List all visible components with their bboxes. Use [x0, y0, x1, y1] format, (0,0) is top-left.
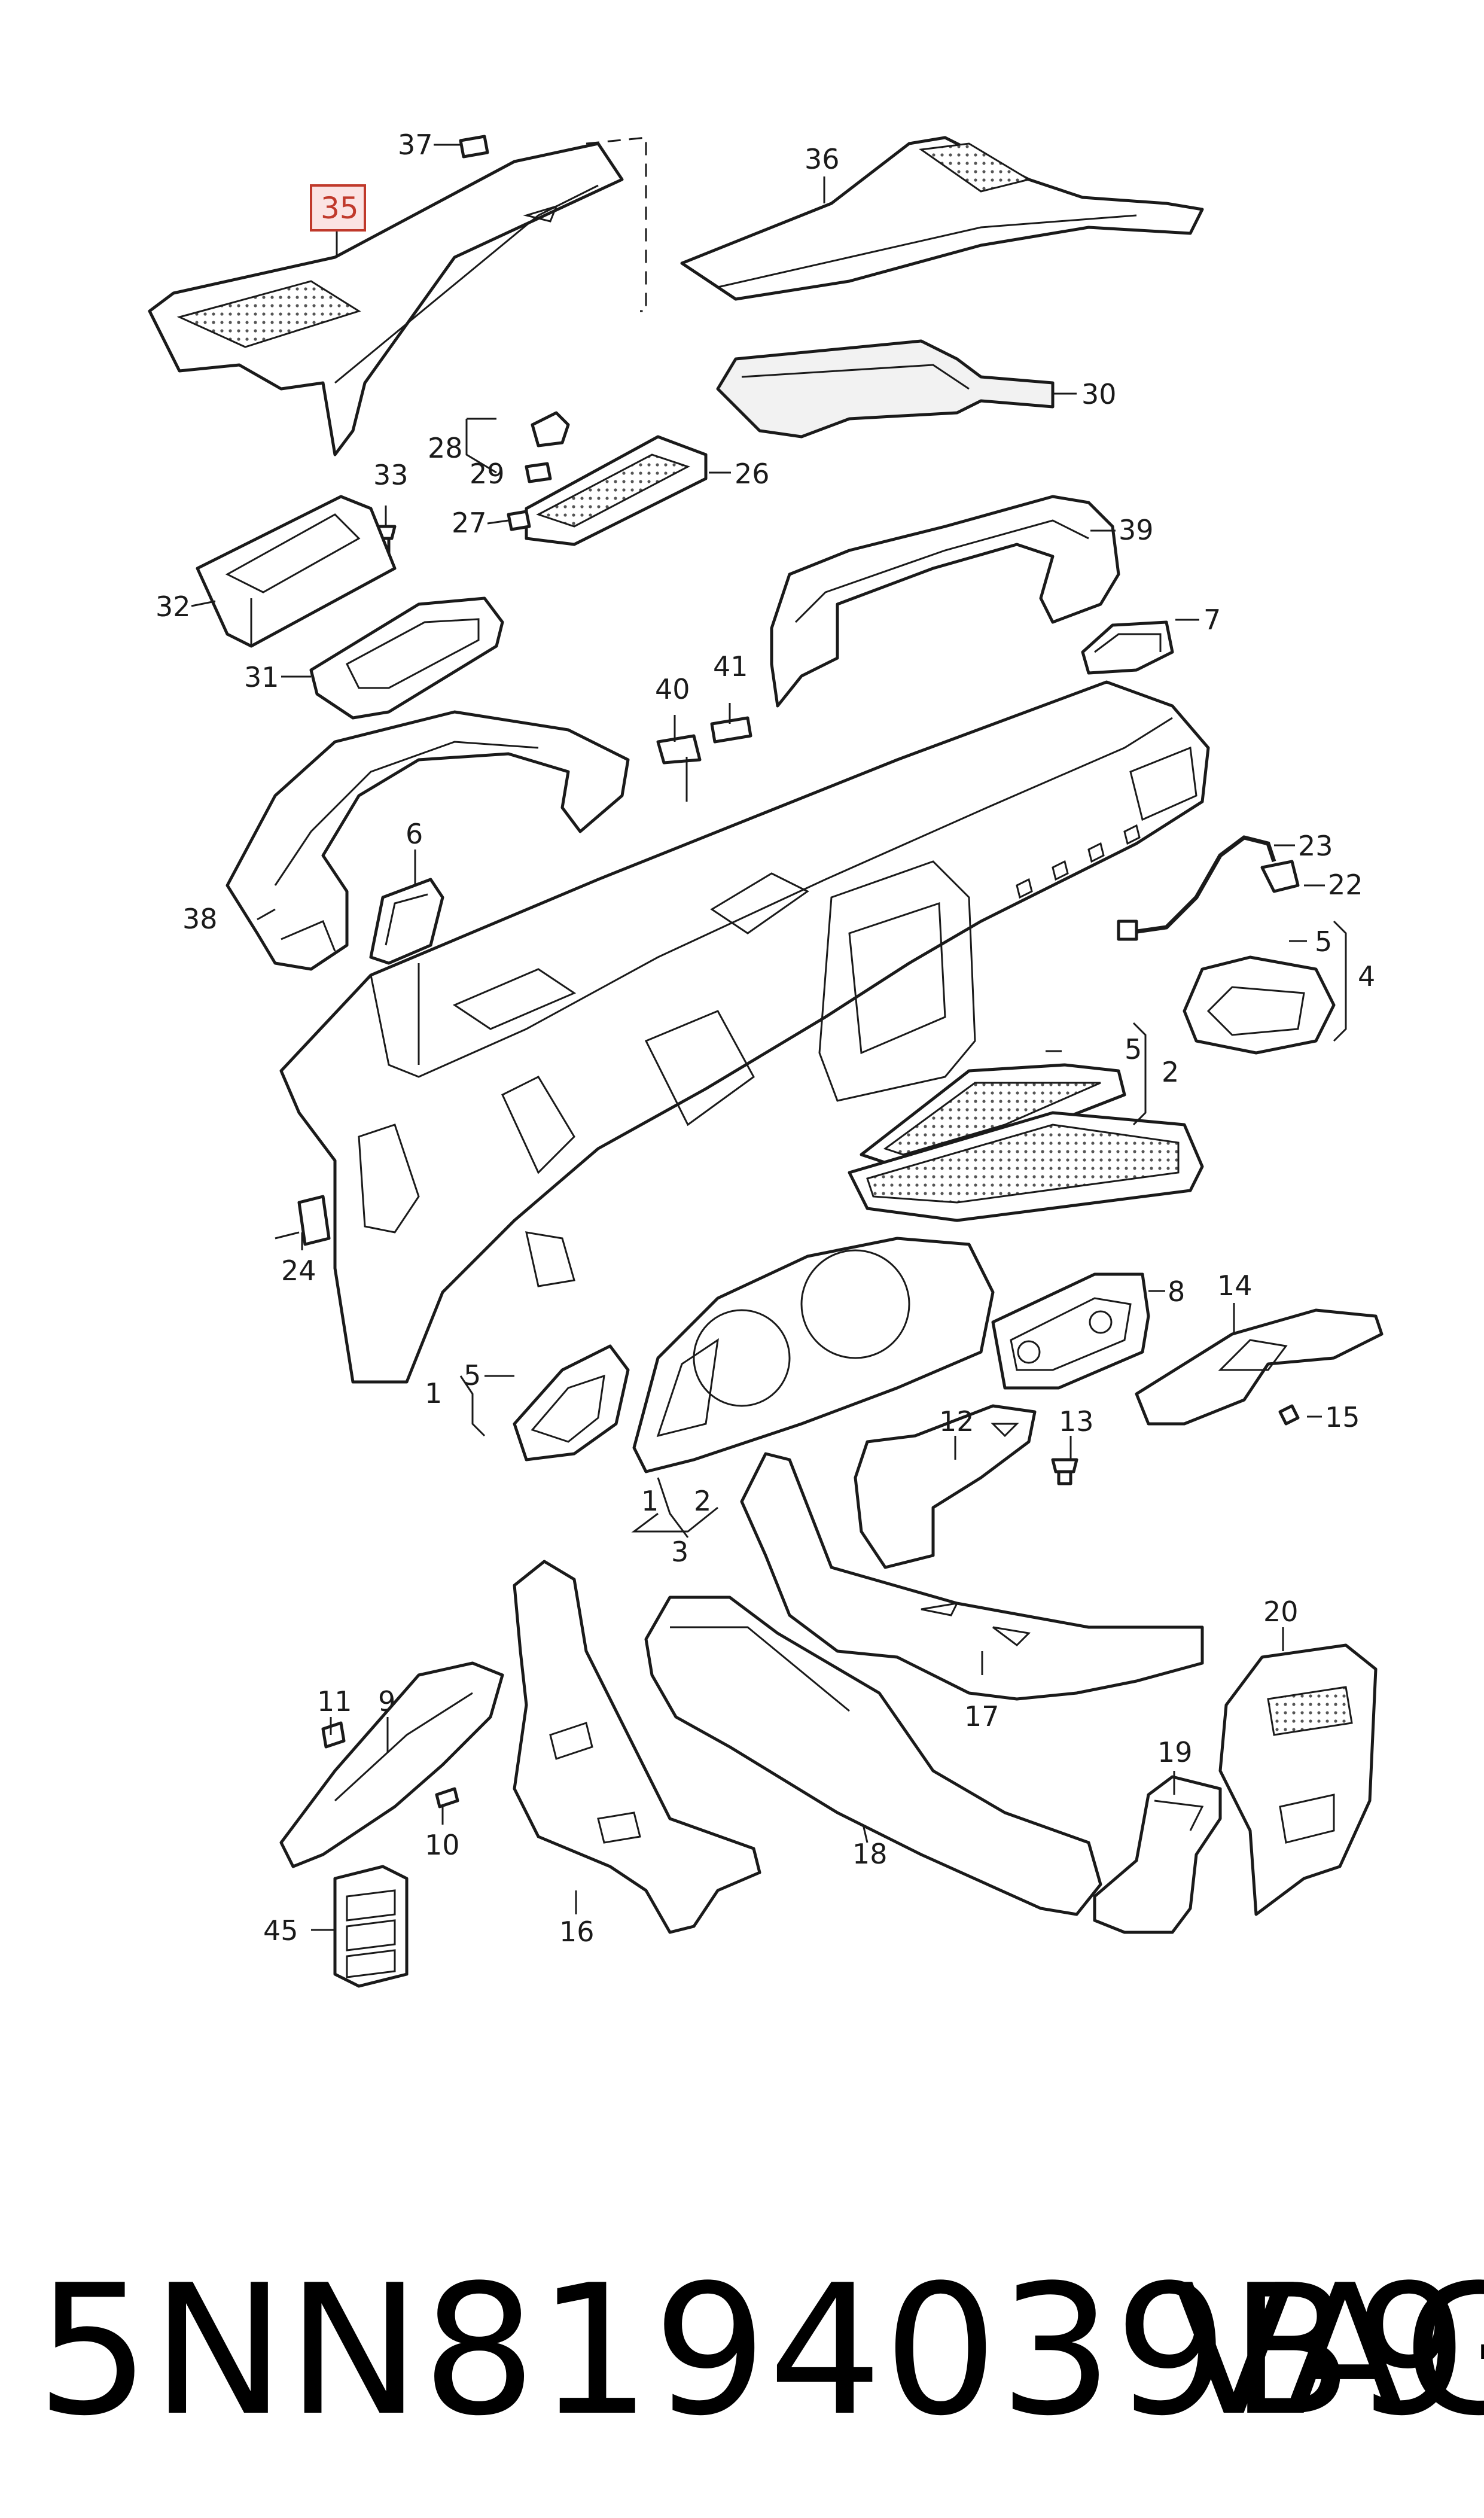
callout-5b: 5	[1125, 1033, 1142, 1065]
connector-22[interactable]	[1260, 860, 1300, 893]
clip-29[interactable]	[525, 462, 552, 483]
exploded-parts-diagram: 35 37 36 30 28 29 26 27 33 32 31 39 7 40…	[148, 129, 1384, 1988]
callout-19: 19	[1157, 1736, 1193, 1768]
screw-10[interactable]	[435, 1787, 459, 1808]
callout-1b: 1	[641, 1485, 659, 1517]
trim-panel-14[interactable]	[1135, 1308, 1384, 1426]
clip-37[interactable]	[459, 135, 489, 159]
callout-27: 27	[452, 507, 487, 539]
callout-36: 36	[805, 143, 840, 175]
callout-24: 24	[281, 1255, 316, 1287]
brand-label: VAG	[1172, 2246, 1484, 2455]
callout-3: 3	[671, 1536, 688, 1568]
callout-7: 7	[1203, 604, 1221, 636]
callout-28: 28	[428, 432, 463, 464]
climate-control-panel-8[interactable]	[991, 1272, 1150, 1390]
callout-16: 16	[559, 1916, 595, 1948]
callout-12: 12	[939, 1405, 974, 1438]
highlight-box	[310, 184, 366, 232]
clip-11[interactable]	[321, 1721, 346, 1749]
callout-5c: 5	[464, 1359, 481, 1392]
air-duct-31[interactable]	[309, 596, 504, 720]
clip-28[interactable]	[531, 411, 570, 447]
part-number: 5NN8194039B9	[36, 2246, 1470, 2455]
callout-39: 39	[1119, 514, 1154, 546]
clip-40[interactable]	[656, 734, 702, 765]
callout-5a: 5	[1315, 925, 1332, 958]
cowl-panel-left[interactable]	[148, 142, 624, 456]
vent-grille[interactable]	[525, 435, 708, 546]
callout-2a: 2	[1162, 1056, 1179, 1088]
air-duct-32[interactable]	[196, 495, 397, 648]
instrument-cluster-trim[interactable]	[632, 1237, 995, 1473]
callout-8: 8	[1168, 1275, 1185, 1308]
callout-20: 20	[1263, 1596, 1299, 1628]
callout-4: 4	[1358, 960, 1375, 992]
callout-33: 33	[373, 459, 409, 491]
rear-console-panel-20[interactable]	[1218, 1643, 1378, 1916]
left-vent-1[interactable]	[513, 1344, 630, 1462]
side-vent-4[interactable]	[1183, 955, 1336, 1055]
callout-38: 38	[182, 903, 218, 935]
cowl-panel-right[interactable]	[680, 136, 1204, 301]
callout-35: 35	[321, 191, 359, 226]
callout-40: 40	[655, 673, 690, 705]
dashboard-carrier[interactable]	[279, 680, 1210, 1384]
callout-14: 14	[1217, 1269, 1253, 1302]
callout-31: 31	[244, 661, 279, 693]
assembly-guide-line	[586, 136, 647, 312]
duct-9[interactable]	[279, 1661, 504, 1868]
callout-2b: 2	[694, 1485, 711, 1517]
bracket-12[interactable]	[854, 1404, 1037, 1569]
center-vent-lower[interactable]	[848, 1111, 1204, 1222]
callout-13: 13	[1059, 1405, 1094, 1438]
callout-23: 23	[1298, 830, 1333, 862]
callout-labels: 35 37 36 30 28 29 26 27 33 32 31 39 7 40…	[156, 129, 1375, 1948]
clip-41[interactable]	[710, 716, 752, 744]
callout-11: 11	[317, 1685, 352, 1718]
clip-24[interactable]	[275, 1195, 331, 1246]
callout-15: 15	[1325, 1401, 1360, 1433]
filter-45[interactable]	[333, 1865, 409, 1988]
callout-18: 18	[852, 1838, 888, 1870]
callout-10: 10	[425, 1829, 460, 1861]
callout-41: 41	[713, 650, 748, 683]
callout-32: 32	[156, 590, 191, 623]
floor-duct-18[interactable]	[644, 1596, 1102, 1916]
screw-15[interactable]	[1278, 1404, 1300, 1426]
air-channel-38[interactable]	[226, 710, 630, 971]
vent-7[interactable]	[1081, 620, 1174, 675]
air-channel-39[interactable]	[770, 495, 1120, 708]
callout-30: 30	[1081, 378, 1117, 410]
vent-6[interactable]	[369, 878, 444, 965]
callout-17: 17	[964, 1700, 1000, 1733]
clip-27[interactable]	[507, 510, 531, 531]
callout-6: 6	[406, 818, 423, 850]
floor-duct-17[interactable]	[740, 1452, 1204, 1701]
callout-45: 45	[263, 1914, 298, 1947]
cover-panel[interactable]	[716, 339, 1055, 439]
callout-29: 29	[470, 458, 505, 490]
callout-22: 22	[1328, 869, 1363, 901]
rear-duct-19[interactable]	[1093, 1775, 1222, 1934]
callout-26: 26	[735, 458, 770, 490]
wiring-harness-23[interactable]	[1117, 835, 1276, 941]
leader-lines	[191, 144, 1347, 1931]
callout-37: 37	[398, 129, 433, 161]
floor-duct-16[interactable]	[513, 1560, 761, 1934]
screw-13[interactable]	[1051, 1458, 1078, 1485]
callout-9: 9	[378, 1685, 395, 1718]
callout-1a: 1	[425, 1377, 442, 1409]
